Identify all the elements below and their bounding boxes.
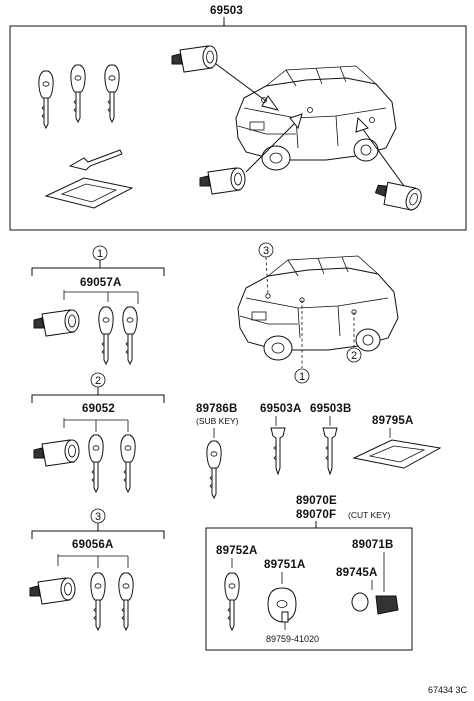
plate-label: 89795A [372,415,413,427]
key-fob-icon [98,306,114,365]
cut-key-section: 89070E 89070F (CUT KEY) 89752A 89751A 89… [205,495,413,651]
callout-2: 2 [95,375,101,387]
kit-3-label: 69056A [72,539,113,551]
plate-icon [352,439,442,469]
vehicle-illustration [235,65,397,171]
kit-2-section: 2 69052 [31,372,165,493]
kit-1-section: 1 69057A [31,245,165,365]
blank-key-2-label: 69503B [310,403,351,415]
cut-key-note: (CUT KEY) [348,510,391,520]
callout-1-vehicle: 1 [299,371,305,383]
callout-2-vehicle: 2 [351,350,357,362]
cut-key-label-a: 89070E [296,495,337,507]
kit-main-section: 69503 [9,5,467,231]
kit-2-label: 69052 [82,403,115,415]
blank-key-icon [68,149,123,171]
key-fob-icon [224,572,240,631]
kit-1-label: 69057A [80,277,121,289]
key-fob-icon [38,64,120,129]
callout-1: 1 [97,248,103,260]
kit-3-section: 3 69056A [29,508,165,631]
plate-icon [44,177,134,209]
cut-key-label-b: 89070F [296,509,336,521]
key-fob-icon [206,440,222,499]
lock-cylinder-icon [29,577,76,605]
transponder-label: 89751A [264,559,305,571]
chip-label: 89759-41020 [266,634,319,644]
kit-main-label: 69503 [210,5,243,17]
lock-cylinder-icon [33,309,80,337]
vehicle-callout-view: 3 1 2 [237,242,399,384]
lock-cylinder-icon [33,439,80,467]
key-fob-icon [120,434,136,493]
sub-key-label: 89786B [196,403,237,415]
key-fob-icon [88,434,104,493]
blank-key-1-label: 69503A [260,403,301,415]
cover-icon [351,592,399,615]
key-fob-icon [90,572,106,631]
chip-icon [281,611,289,630]
diagram-code: 67434 3C [428,685,468,695]
key-fob-icon [118,572,134,631]
key-a-label: 89752A [216,545,257,557]
blank-key-icon [270,427,286,475]
callout-3: 3 [95,511,101,523]
cover-kit-label: 89071B [352,539,393,551]
loose-keys-section: 89786B (SUB KEY) 69503A 69503B 89795A [196,403,442,499]
sub-key-note: (SUB KEY) [196,416,239,426]
key-fob-icon [122,306,138,365]
transponder-icon [267,587,297,623]
callout-3-vehicle: 3 [263,245,269,257]
pointer-arrows [215,63,405,187]
cover-label: 89745A [336,567,377,579]
blank-key-icon [322,427,338,475]
vehicle-illustration [237,255,399,361]
